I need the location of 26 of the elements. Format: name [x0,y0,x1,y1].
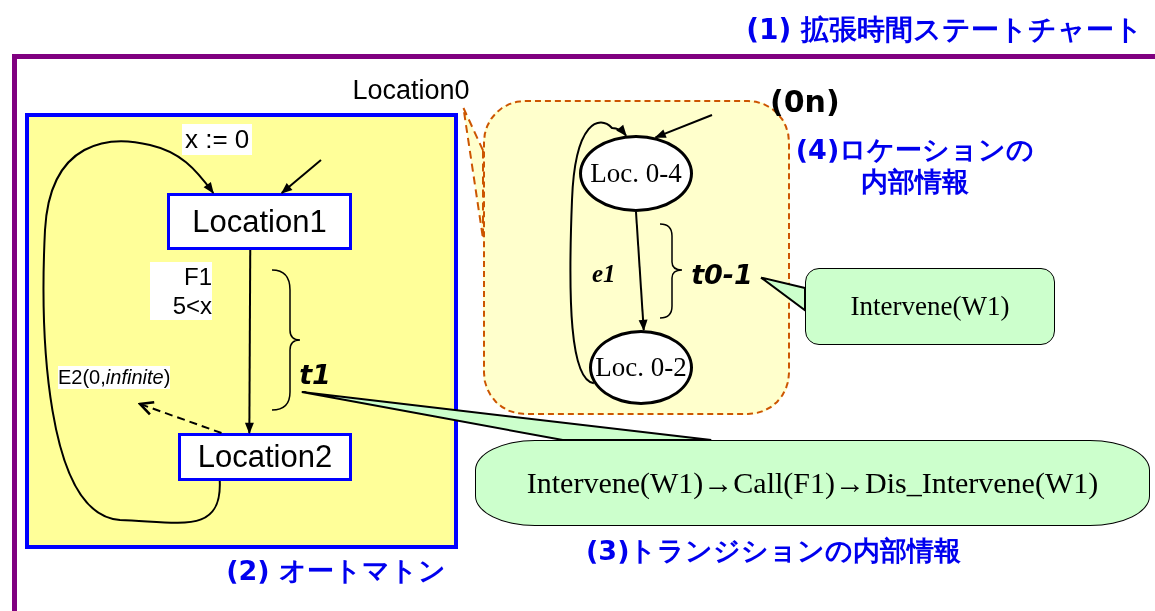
callout-heading: (4)ロケーションの内部情報 [794,134,1036,198]
edge-label: E2(0,infinite) [58,366,171,389]
bubble-heading: (3)トランジションの内部情報 [586,534,962,568]
location-box: Location2 [178,433,352,481]
state-ellipse: Loc. 0-2 [589,330,693,405]
location-label: Location0 [350,72,472,108]
state-label: (0n) [770,84,840,119]
panel-heading: (2) オートマトン [226,554,446,588]
callout-pointer [760,276,806,313]
arrow [280,159,322,194]
arrow [42,140,221,524]
arrow [654,114,713,139]
state-ellipse: Loc. 0-4 [579,135,693,212]
speech-bubble: Intervene(W1) [805,268,1055,345]
arrow [244,249,254,434]
transition-label: t1 [293,356,337,392]
arrow [569,121,628,385]
location-box: Location1 [167,193,352,250]
bubble-text: Intervene(W1)→Call(F1)→Dis_Intervene(W1) [526,466,1099,500]
edge-label: x := 0 [182,124,253,155]
arrow [635,211,648,332]
title: (1) 拡張時間ステートチャート [746,12,1143,48]
edge-label: F1 5<x [150,262,212,320]
arrow [138,401,223,434]
callout-pointer [300,391,713,441]
transition-label: t0-1 [683,256,761,292]
